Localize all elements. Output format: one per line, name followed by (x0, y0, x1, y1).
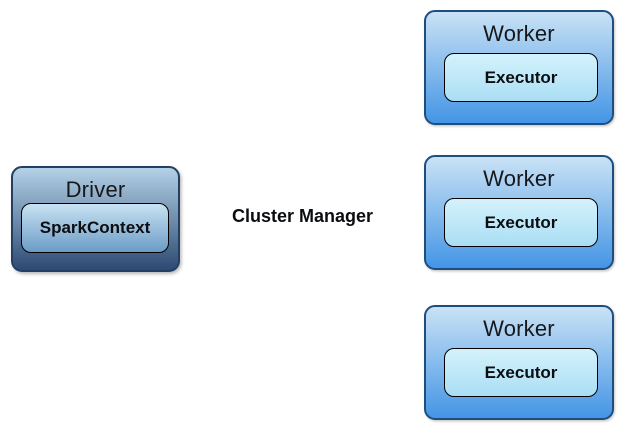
executor-box-2: Executor (444, 198, 598, 247)
driver-title: Driver (65, 177, 126, 202)
driver-box: Driver SparkContext (11, 166, 180, 272)
worker-box-2: Worker Executor (424, 155, 614, 270)
spark-context-label: SparkContext (39, 218, 151, 237)
worker-box-1: Worker Executor (424, 10, 614, 125)
cluster-manager-label: Cluster Manager (231, 206, 374, 226)
worker-box-3: Worker Executor (424, 305, 614, 420)
worker-title: Worker (483, 316, 555, 341)
worker-title: Worker (483, 21, 555, 46)
executor-box-3: Executor (444, 348, 598, 397)
executor-label: Executor (484, 212, 558, 232)
worker-title: Worker (483, 166, 555, 191)
executor-label: Executor (484, 67, 558, 87)
executor-box-1: Executor (444, 53, 598, 102)
executor-label: Executor (484, 362, 558, 382)
spark-context-box: SparkContext (21, 203, 169, 253)
